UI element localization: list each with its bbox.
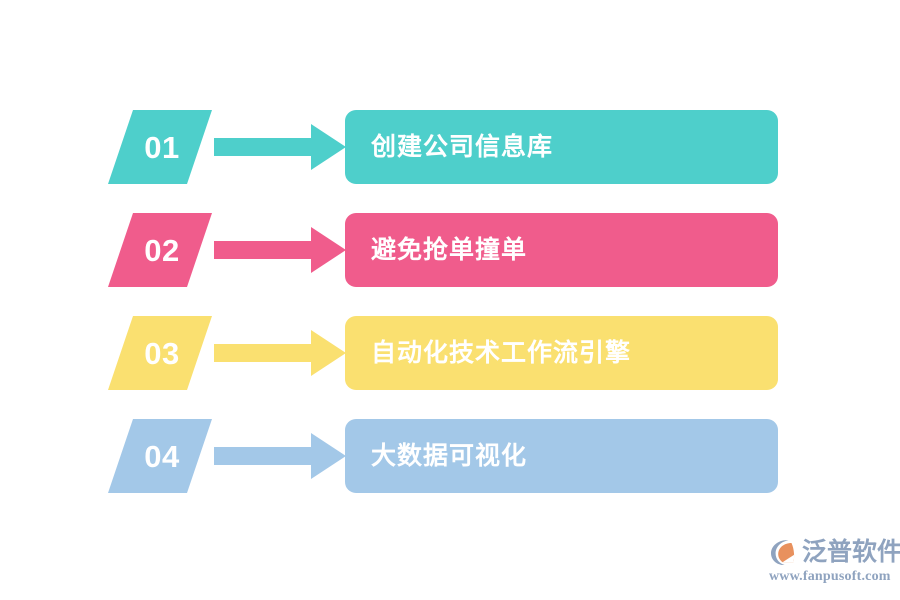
step-number-label: 02 [144, 232, 180, 268]
step-number-badge[interactable]: 04 [108, 419, 212, 493]
step-arrow-icon [214, 431, 346, 481]
step-number-badge[interactable]: 02 [108, 213, 212, 287]
process-step-row: 04 大数据可视化 [0, 419, 900, 493]
step-text-label: 避免抢单撞单 [371, 235, 528, 264]
brand-logo-name: 泛普软件 [802, 537, 900, 566]
step-text-box[interactable]: 大数据可视化 [345, 419, 778, 493]
parallelogram-icon [108, 316, 212, 390]
process-step-row: 02 避免抢单撞单 [0, 213, 900, 287]
parallelogram-icon [108, 213, 212, 287]
step-number-badge[interactable]: 01 [108, 110, 212, 184]
parallelogram-icon [108, 110, 212, 184]
brand-logo-url: www.fanpusoft.com [769, 569, 891, 584]
step-text-label: 大数据可视化 [371, 441, 528, 470]
step-text-box[interactable]: 自动化技术工作流引擎 [345, 316, 778, 390]
process-step-row: 03 自动化技术工作流引擎 [0, 316, 900, 390]
step-text-label: 自动化技术工作流引擎 [371, 338, 632, 367]
step-number-label: 04 [144, 438, 180, 474]
brand-logo: 泛普软件 www.fanpusoft.com [769, 536, 900, 588]
step-number-label: 01 [144, 129, 180, 165]
step-number-label: 03 [144, 335, 180, 371]
step-text-box[interactable]: 创建公司信息库 [345, 110, 778, 184]
step-text-box[interactable]: 避免抢单撞单 [345, 213, 778, 287]
fanpu-arc-logo-icon [769, 538, 799, 567]
parallelogram-icon [108, 419, 212, 493]
step-arrow-icon [214, 328, 346, 378]
step-number-badge[interactable]: 03 [108, 316, 212, 390]
process-step-row: 01 创建公司信息库 [0, 110, 900, 184]
step-arrow-icon [214, 122, 346, 172]
step-arrow-icon [214, 225, 346, 275]
brand-logo-top: 泛普软件 [769, 536, 900, 568]
step-text-label: 创建公司信息库 [371, 132, 554, 161]
